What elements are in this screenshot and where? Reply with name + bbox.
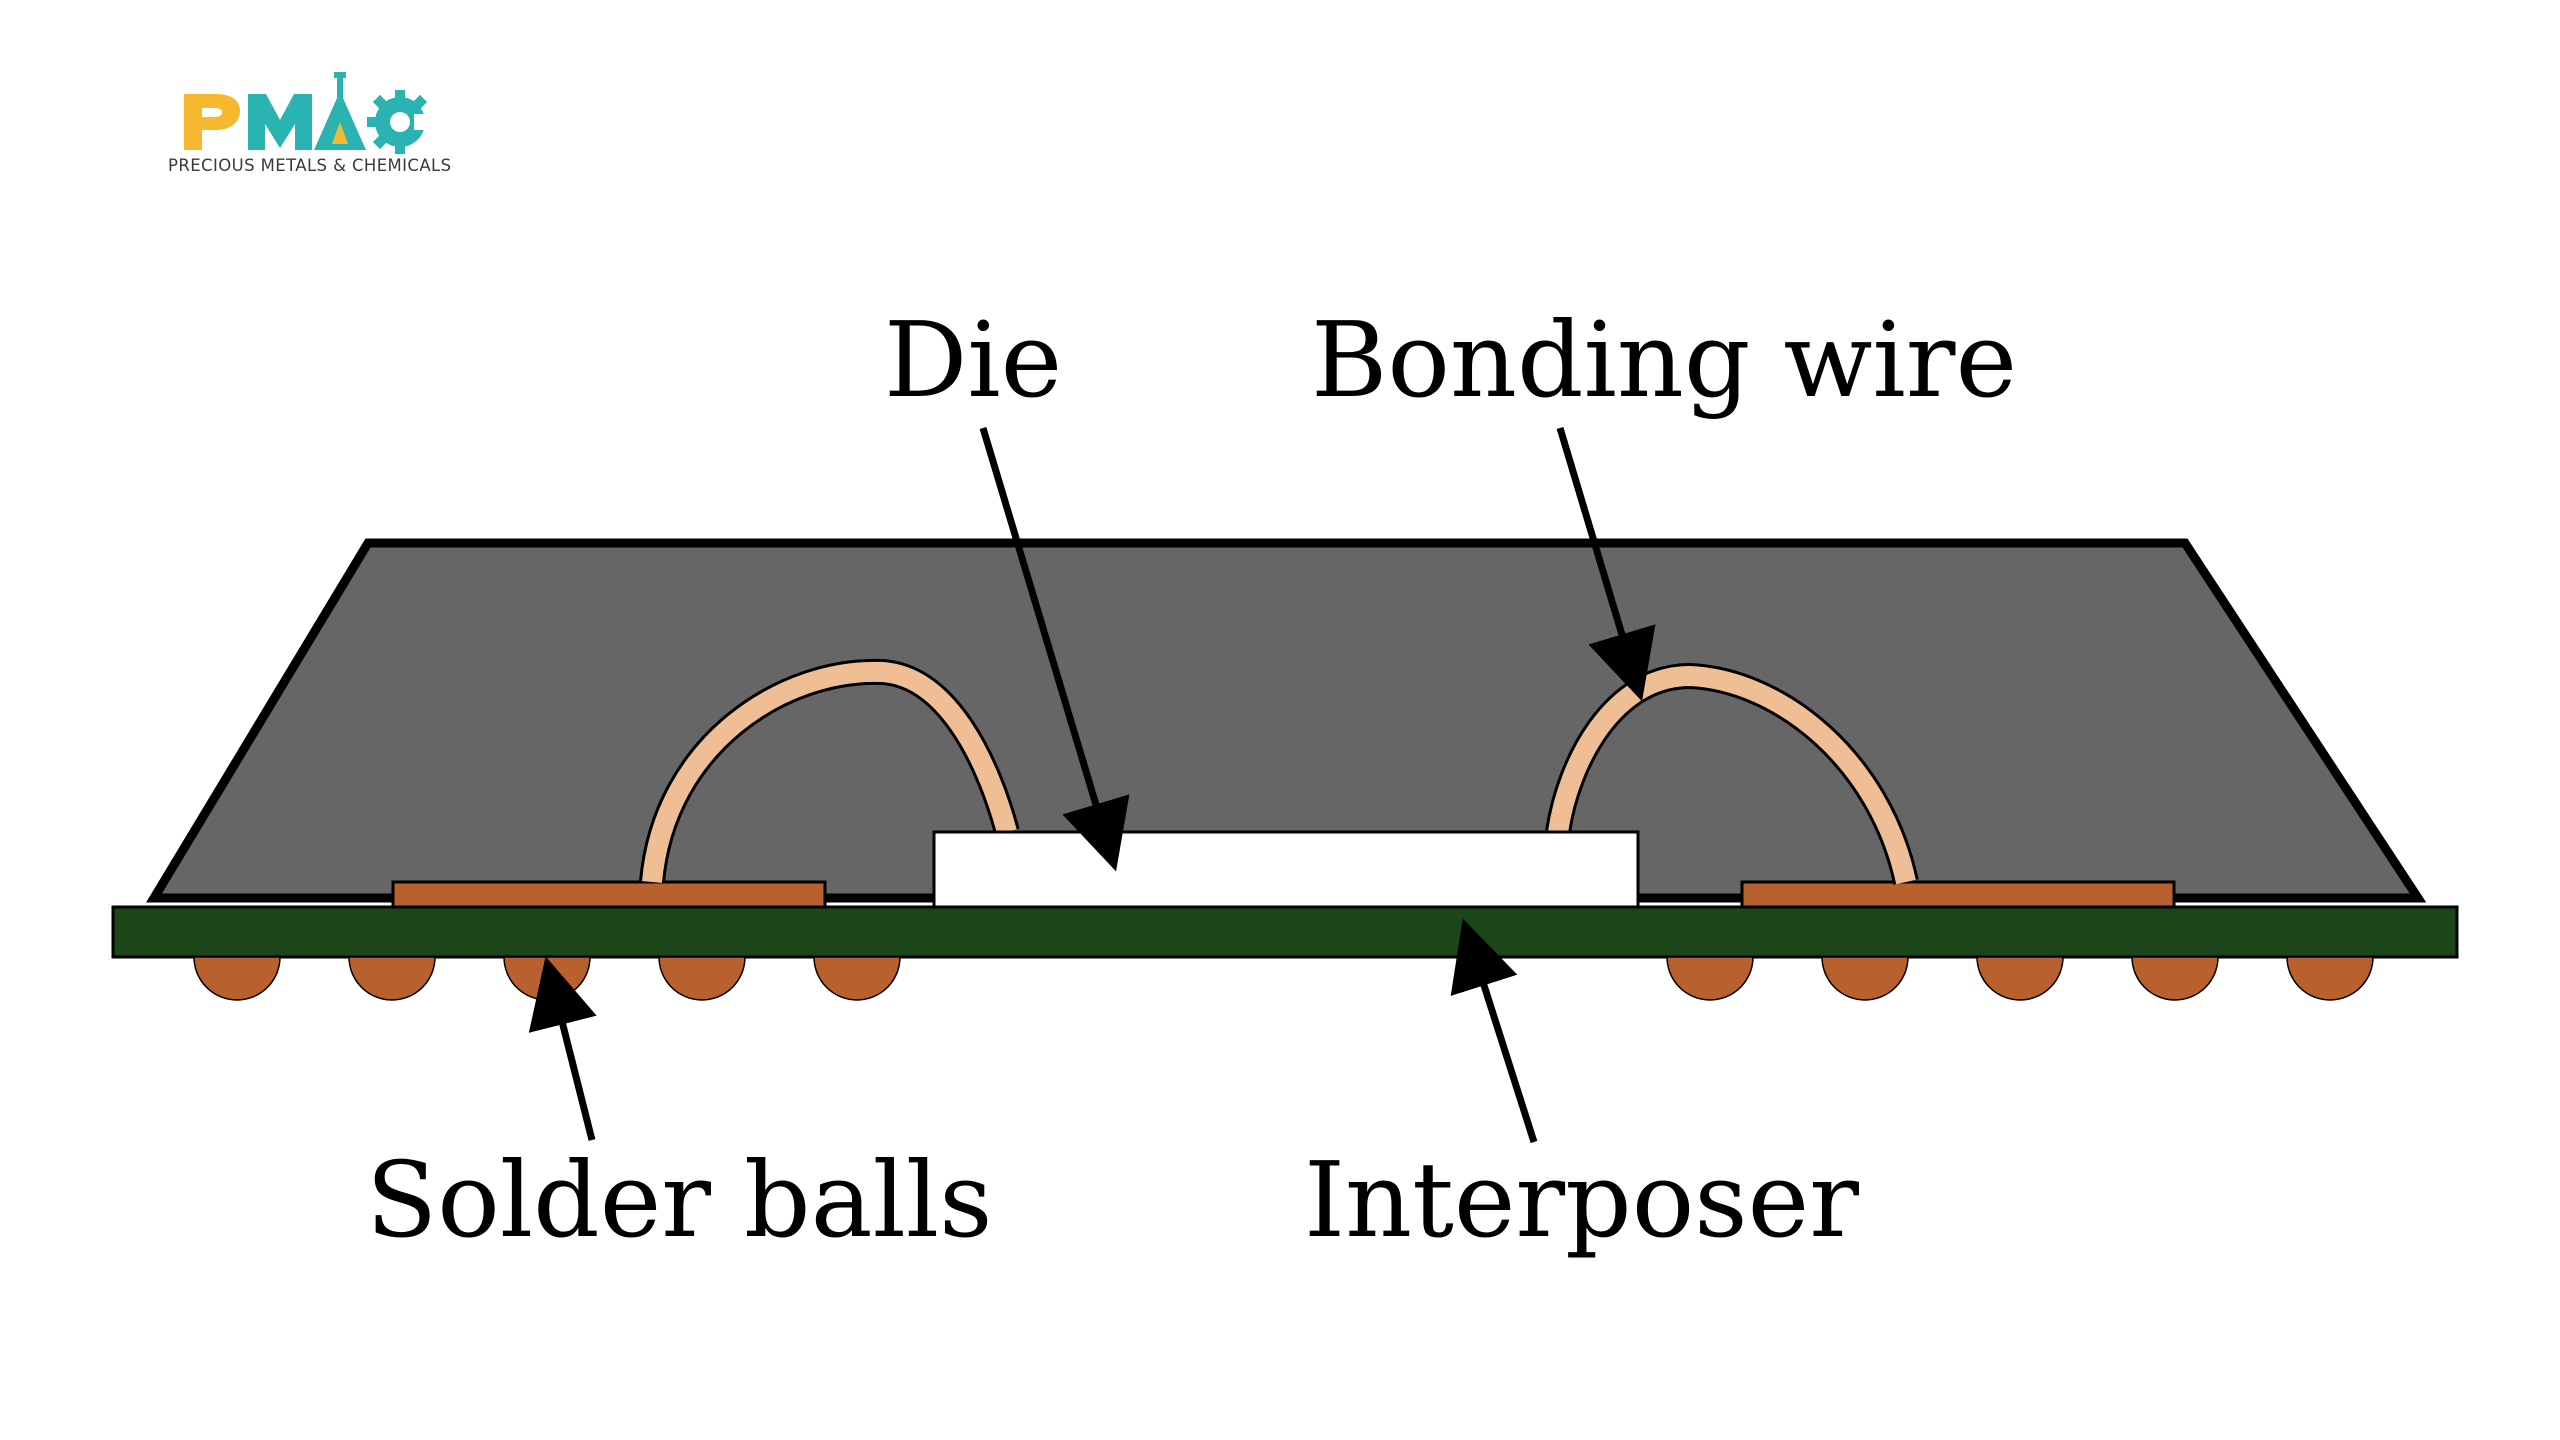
gear-icon: [367, 90, 432, 154]
pmac-logo: [184, 72, 432, 154]
bonding-wire-right-fill: [1548, 665, 1916, 885]
logo-letter-p: [184, 94, 240, 150]
label-interposer: Interposer: [1304, 1139, 1859, 1261]
arrow-bonding-wire: [1556, 426, 1656, 702]
bonding-wire-left-fill: [642, 661, 1017, 883]
logo-letter-m: [248, 94, 312, 150]
bond-pad-right: [1740, 880, 2176, 909]
solder-ball: [1976, 956, 2064, 1001]
solder-ball: [658, 956, 746, 1001]
die: [932, 830, 1640, 909]
solder-balls-left: [193, 956, 901, 1001]
solder-balls-right: [1666, 956, 2374, 1001]
arrow-die: [979, 426, 1130, 872]
solder-ball: [813, 956, 901, 1001]
solder-ball: [503, 956, 591, 1001]
logo-letter-a-flask: [314, 72, 366, 150]
label-bonding-wire: Bonding wire: [1311, 299, 2017, 421]
solder-ball: [1821, 956, 1909, 1001]
solder-ball: [2131, 956, 2219, 1001]
solder-ball: [193, 956, 281, 1001]
interposer-board: [111, 905, 2459, 959]
arrow-solder-balls: [528, 956, 597, 1141]
solder-ball: [2286, 956, 2374, 1001]
solder-ball: [1666, 956, 1754, 1001]
solder-ball: [348, 956, 436, 1001]
mold-compound: [146, 538, 2427, 903]
bond-pad-left: [391, 880, 827, 909]
logo-tagline: PRECIOUS METALS & CHEMICALS: [168, 156, 452, 175]
label-solder-balls: Solder balls: [366, 1139, 993, 1261]
label-die: Die: [884, 299, 1062, 421]
arrow-interposer: [1450, 918, 1538, 1144]
